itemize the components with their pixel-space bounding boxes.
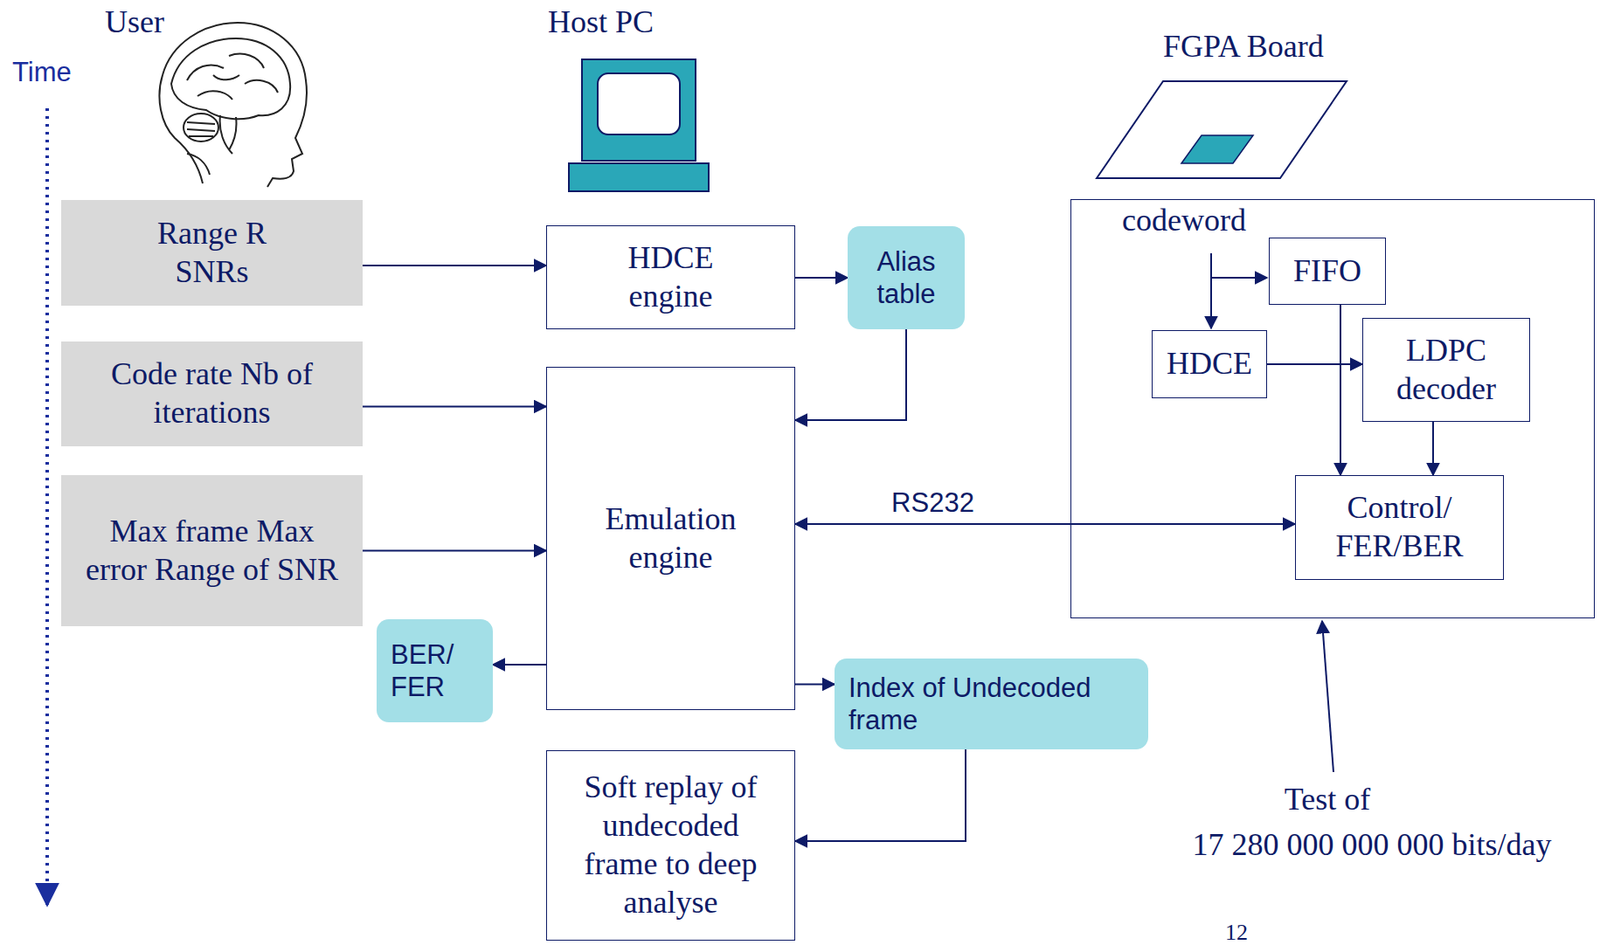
node-text: Control/ FER/BER — [1329, 489, 1470, 567]
user-head-icon — [159, 22, 307, 188]
node-text: Soft replay of undecoded frame to deep a… — [570, 768, 772, 923]
connector-arrow — [795, 523, 1296, 526]
process-box: FIFO — [1268, 237, 1386, 305]
node-text: BER/ FER — [390, 638, 470, 704]
input-panel: Code rate Nb of iterations — [61, 341, 363, 447]
data-box: BER/ FER — [376, 619, 493, 723]
node-text: Max frame Max error Range of SNR — [81, 512, 344, 590]
process-box: HDCE — [1151, 330, 1268, 399]
connector-arrow — [362, 264, 547, 267]
device-label: FGPA Board — [1163, 27, 1324, 67]
note-text: Test of — [1284, 781, 1371, 820]
fpga-board-box: codewordFIFO HDCE LDPC decoderControl/ FER… — [1070, 199, 1595, 619]
node-text: FIFO — [1293, 252, 1362, 291]
connector-arrow — [492, 664, 547, 666]
codeword-feed-lines — [1211, 253, 1268, 329]
axis-label: Time — [12, 55, 72, 89]
note-text: 17 280 000 000 000 bits/day — [1192, 826, 1552, 866]
host-pc-icon — [568, 59, 709, 192]
connector-arrow — [795, 684, 835, 686]
input-panel: Range R SNRs — [61, 200, 363, 306]
connector-arrow — [795, 277, 848, 279]
device-label: Host PC — [547, 3, 654, 42]
data-box: Alias table — [847, 226, 965, 330]
connector-arrow — [362, 406, 547, 409]
process-box: Control/ FER/BER — [1295, 475, 1504, 581]
connector-arrow — [1339, 304, 1342, 476]
node-text: Alias table — [862, 245, 950, 311]
page-number: 12 — [1225, 919, 1248, 945]
actor-label: User — [104, 3, 165, 42]
connector-arrow — [1432, 422, 1434, 476]
data-box: Index of Undecoded frame — [834, 658, 1149, 750]
connector-arrow — [362, 550, 547, 553]
connector-arrow — [795, 749, 966, 842]
node-text: HDCE — [1166, 345, 1253, 384]
leader-line — [1322, 621, 1334, 773]
time-axis — [45, 108, 49, 906]
input-label: codeword — [1122, 201, 1247, 241]
input-panel: Max frame Max error Range of SNR — [61, 475, 363, 627]
node-text: LDPC decoder — [1380, 332, 1512, 409]
node-text: Code rate Nb of iterations — [81, 355, 344, 433]
edge-label: RS232 — [887, 486, 978, 520]
node-text: HDCE engine — [605, 239, 737, 317]
process-box: Soft replay of undecoded frame to deep a… — [546, 750, 796, 942]
fpga-board-icon — [1096, 81, 1347, 179]
connector-arrow — [1267, 363, 1363, 366]
process-box: LDPC decoder — [1362, 318, 1531, 423]
process-box: Emulation engine — [546, 367, 796, 711]
node-text: Index of Undecoded frame — [848, 671, 1129, 737]
process-box: HDCE engine — [546, 225, 796, 330]
node-text: Range R SNRs — [146, 214, 278, 292]
node-text: Emulation engine — [596, 500, 746, 578]
connector-arrow — [795, 329, 907, 421]
